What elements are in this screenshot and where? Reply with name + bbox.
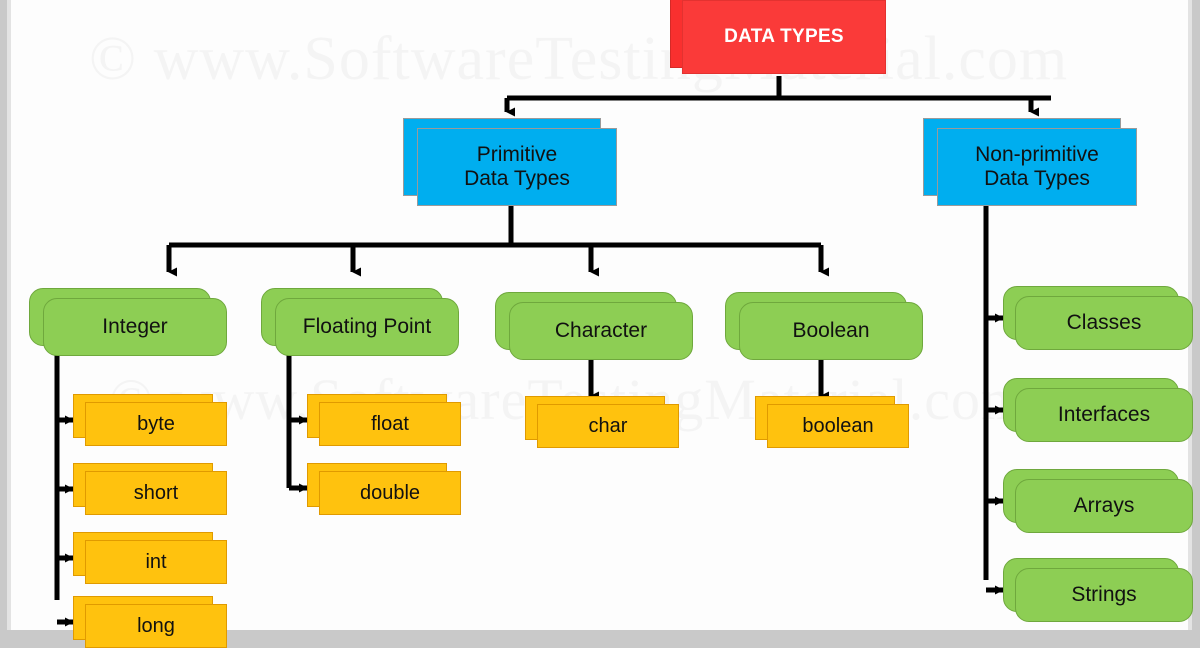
node-double[interactable]: double — [307, 463, 461, 515]
node-character-label: Character — [554, 318, 648, 342]
diagram-board: © www.SoftwareTestingMaterial.com © www.… — [7, 0, 1193, 648]
node-short[interactable]: short — [73, 463, 227, 515]
node-char-face[interactable]: char — [537, 404, 679, 448]
node-boolean-group-face[interactable]: Boolean — [739, 302, 923, 360]
node-int-face[interactable]: int — [85, 540, 227, 584]
node-integer-label: Integer — [102, 314, 168, 338]
node-float[interactable]: float — [307, 394, 461, 446]
connector-lines — [54, 76, 1051, 627]
node-arrays-label: Arrays — [1073, 493, 1135, 517]
node-boolean-face[interactable]: boolean — [767, 404, 909, 448]
node-double-label: double — [359, 481, 421, 504]
node-floating-point-face[interactable]: Floating Point — [275, 298, 459, 356]
node-classes[interactable]: Classes — [1003, 286, 1193, 350]
node-int[interactable]: int — [73, 532, 227, 584]
node-interfaces-face[interactable]: Interfaces — [1015, 388, 1193, 442]
node-strings-label: Strings — [1071, 582, 1137, 606]
node-floating-point-label: Floating Point — [302, 314, 432, 338]
node-primitive-line1: Primitive — [476, 142, 558, 166]
node-char[interactable]: char — [525, 396, 679, 448]
node-boolean-group[interactable]: Boolean — [725, 292, 923, 360]
node-non-primitive-data-types[interactable]: Non-primitive Data Types — [923, 118, 1137, 206]
node-interfaces[interactable]: Interfaces — [1003, 378, 1193, 442]
node-byte-label: byte — [137, 412, 175, 435]
node-non-primitive-line1: Non-primitive — [975, 142, 1099, 166]
node-floating-point[interactable]: Floating Point — [261, 288, 459, 356]
diagram-canvas: © www.SoftwareTestingMaterial.com © www.… — [7, 0, 1193, 648]
node-character-face[interactable]: Character — [509, 302, 693, 360]
node-boolean-group-label: Boolean — [792, 318, 870, 342]
node-boolean-label: boolean — [802, 414, 874, 437]
node-byte[interactable]: byte — [73, 394, 227, 446]
node-classes-label: Classes — [1066, 310, 1142, 334]
node-float-face[interactable]: float — [319, 402, 461, 446]
node-interfaces-label: Interfaces — [1057, 402, 1151, 426]
node-character[interactable]: Character — [495, 292, 693, 360]
node-non-primitive-line2: Data Types — [984, 167, 1090, 190]
node-long-label: long — [137, 614, 175, 637]
node-primitive-data-types[interactable]: Primitive Data Types — [403, 118, 617, 206]
node-classes-face[interactable]: Classes — [1015, 296, 1193, 350]
node-data-types[interactable]: DATA TYPES — [670, 0, 890, 76]
node-char-label: char — [588, 414, 628, 437]
node-strings-face[interactable]: Strings — [1015, 568, 1193, 622]
node-arrays[interactable]: Arrays — [1003, 469, 1193, 533]
node-long-face[interactable]: long — [85, 604, 227, 648]
node-integer-face[interactable]: Integer — [43, 298, 227, 356]
node-primitive-data-types-face[interactable]: Primitive Data Types — [417, 128, 617, 206]
node-int-label: int — [145, 550, 167, 573]
node-primitive-line2: Data Types — [464, 167, 570, 190]
node-short-label: short — [133, 481, 179, 504]
node-arrays-face[interactable]: Arrays — [1015, 479, 1193, 533]
node-integer[interactable]: Integer — [29, 288, 227, 356]
node-double-face[interactable]: double — [319, 471, 461, 515]
node-byte-face[interactable]: byte — [85, 402, 227, 446]
node-long[interactable]: long — [73, 596, 227, 648]
node-data-types-label: DATA TYPES — [724, 26, 844, 48]
node-short-face[interactable]: short — [85, 471, 227, 515]
node-strings[interactable]: Strings — [1003, 558, 1193, 622]
node-float-label: float — [371, 412, 409, 435]
node-non-primitive-data-types-face[interactable]: Non-primitive Data Types — [937, 128, 1137, 206]
node-data-types-face[interactable]: DATA TYPES — [682, 0, 886, 74]
node-boolean[interactable]: boolean — [755, 396, 909, 448]
